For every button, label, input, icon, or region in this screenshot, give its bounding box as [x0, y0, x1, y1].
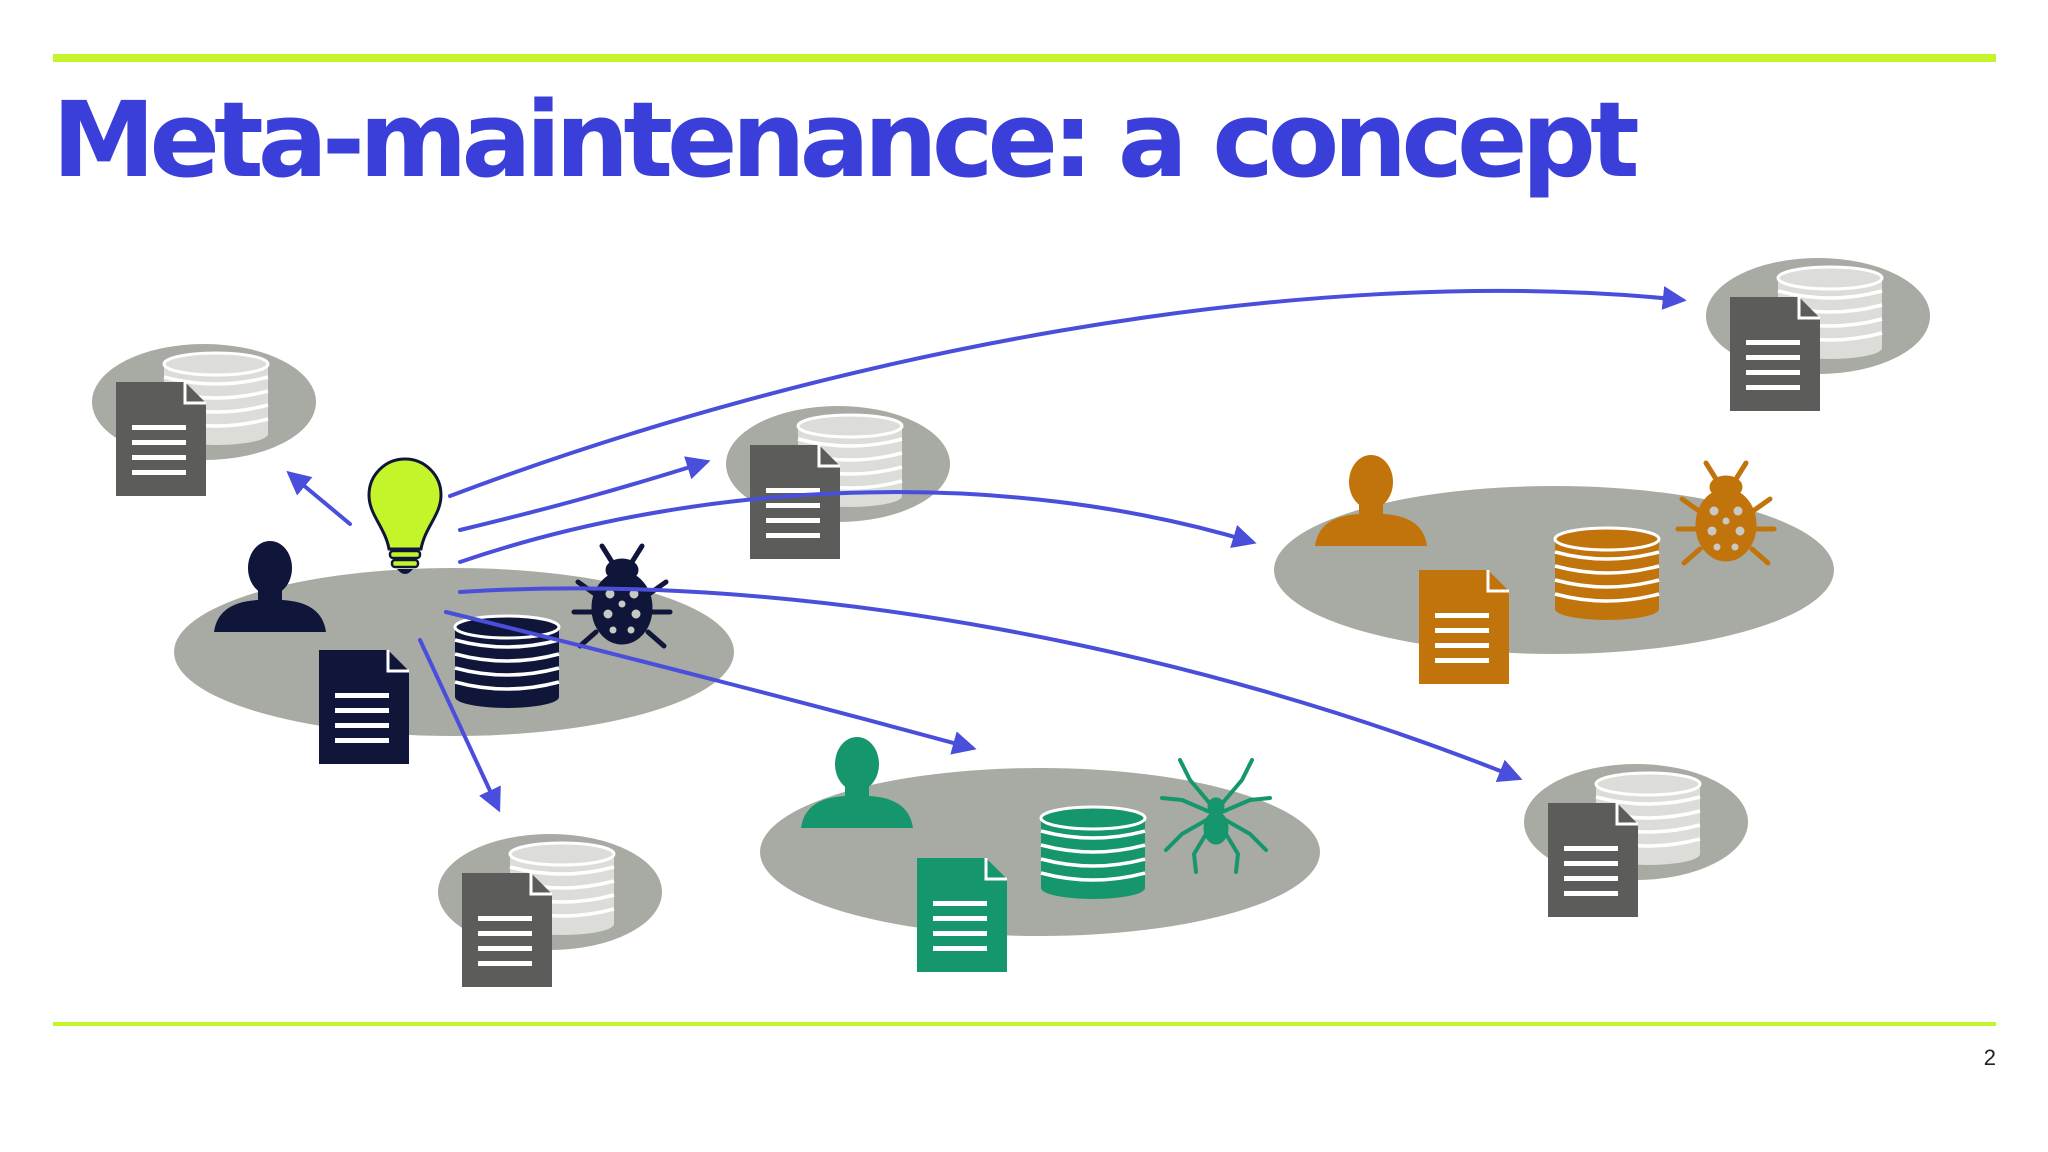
faded-project-4 [438, 834, 662, 989]
database-icon [1039, 805, 1147, 901]
orange-project [1274, 455, 1834, 686]
arrow-to-orange-project [458, 490, 1257, 564]
database-icon [1553, 526, 1661, 622]
database-icon [453, 614, 561, 710]
arrow-to-green-project [444, 610, 977, 755]
top-rule [53, 54, 1996, 62]
document-icon [1546, 801, 1640, 919]
arrow-to-faded-project-3 [448, 286, 1687, 498]
bottom-rule [53, 1022, 1996, 1026]
faded-project-1 [92, 344, 316, 498]
document-icon [460, 871, 554, 989]
arrow-to-faded-project-1 [286, 470, 352, 526]
page-number: 2 [1983, 1045, 1996, 1070]
faded-project-5 [1524, 764, 1748, 919]
document-icon [1417, 568, 1511, 686]
arrow-to-faded-project-5 [458, 586, 1523, 782]
document-icon [748, 443, 842, 561]
document-icon [1728, 295, 1822, 413]
arrows [286, 286, 1687, 813]
lightbulb-icon [367, 457, 443, 574]
green-project [760, 737, 1320, 974]
arrow-to-faded-project-4 [418, 638, 501, 813]
slide-title: Meta-maintenance: a concept [52, 79, 1640, 201]
origin-project [174, 541, 734, 766]
arrow-to-faded-project-2 [458, 456, 711, 532]
document-icon [915, 856, 1009, 974]
faded-project-3 [1706, 258, 1930, 413]
document-icon [114, 380, 208, 498]
document-icon [317, 648, 411, 766]
faded-project-2 [726, 406, 950, 561]
